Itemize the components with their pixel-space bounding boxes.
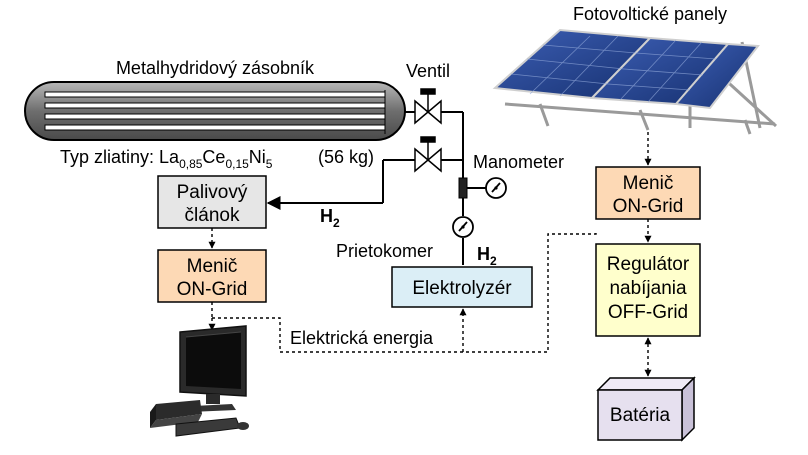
pv-panels [492,28,778,135]
computer-icon [150,325,249,437]
storage-title: Metalhydridový zásobník [116,58,315,78]
inverter-right-label-line1: Menič [623,173,674,194]
inverter-left-box: Menič ON-Grid [157,249,267,303]
h2-electrolyzer-label: H2 [477,244,497,268]
manometer [458,177,507,199]
electrolyzer-label: Elektrolyzér [412,278,512,299]
flowmeter-label: Prietokomer [336,241,433,261]
flowmeter-gauge [452,216,474,238]
regulator-label-line2: nabíjania [609,278,687,299]
valve-bottom[interactable] [414,136,442,173]
valve-label: Ventil [406,61,450,81]
manometer-label: Manometer [473,152,564,172]
battery-box: Batéria [596,376,696,442]
electrical-connections [208,132,652,377]
inverter-right-label-line2: ON-Grid [613,196,684,217]
inverter-left-label-line1: Menič [187,256,238,277]
valve-top[interactable] [414,88,442,125]
hydrogen-piping [266,111,464,265]
metal-hydride-tank [24,81,406,141]
pv-label: Fotovoltické panely [573,4,727,24]
regulator-label-line1: Regulátor [607,254,690,275]
inverter-right-box: Menič ON-Grid [595,166,701,220]
battery-label: Batéria [610,405,671,426]
fuel-cell-box: Palivový článok [157,175,267,229]
fuel-cell-label-line2: článok [185,205,240,226]
electric-energy-label: Elektrická energia [290,328,434,348]
inverter-left-label-line2: ON-Grid [177,279,248,300]
alloy-formula: Typ zliatiny: La0,85Ce0,15Ni5 [60,147,273,171]
electrolyzer-box: Elektrolyzér [391,266,533,308]
regulator-label-line3: OFF-Grid [608,302,688,323]
alloy-mass: (56 kg) [318,147,374,167]
fuel-cell-label-line1: Palivový [177,182,248,203]
charge-regulator-box: Regulátor nabíjania OFF-Grid [595,243,701,337]
h2-fuel-cell-label: H2 [320,206,340,230]
